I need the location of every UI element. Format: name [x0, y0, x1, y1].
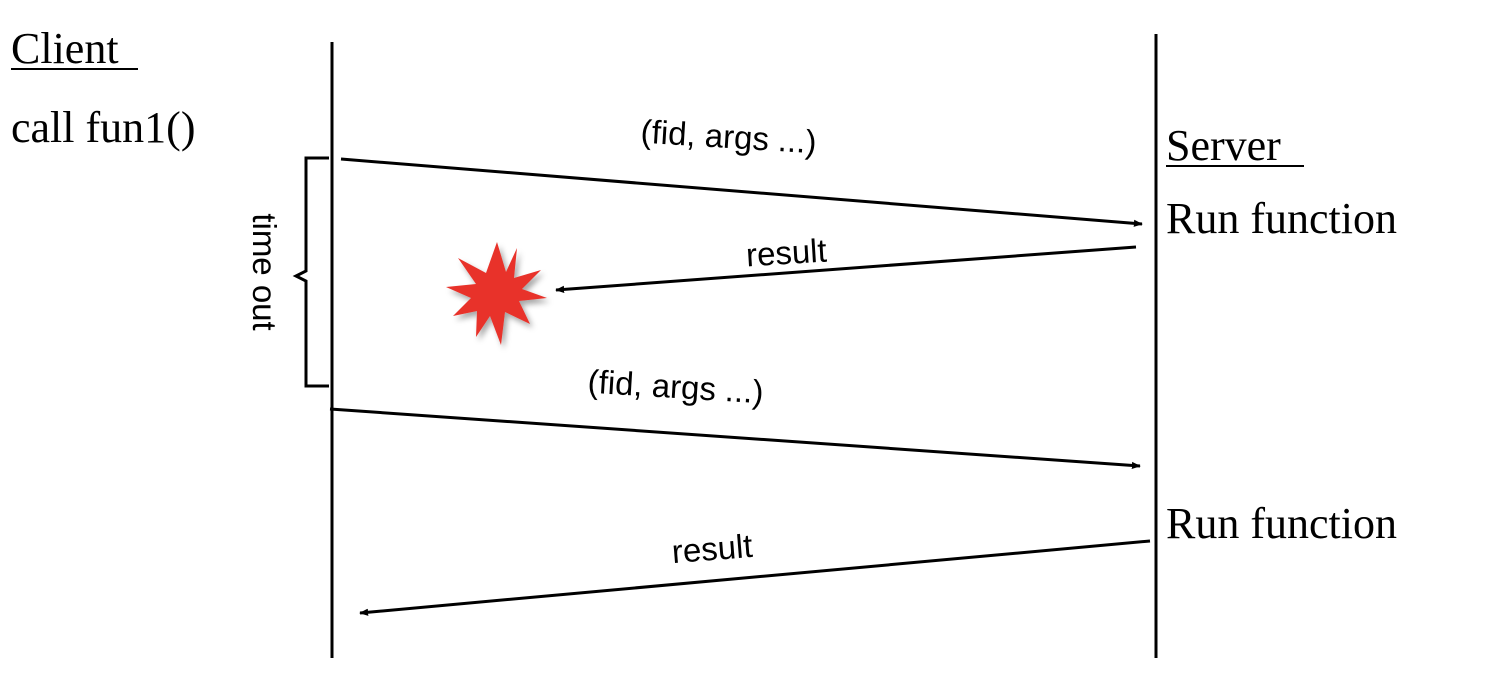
client-call-label: call fun1()	[11, 103, 195, 152]
result-arrow-2	[359, 539, 1151, 616]
server-run-function-label-1: Run function	[1166, 194, 1397, 243]
request-label-2: (fid, args ...)	[587, 363, 765, 411]
result-label-1: result	[745, 232, 828, 274]
failure-burst-icon	[446, 242, 547, 345]
result-arrow-lost	[555, 245, 1137, 293]
request-arrow-2	[329, 407, 1141, 470]
result-label-2: result	[670, 527, 753, 570]
client-heading: Client	[11, 24, 119, 73]
timeout-label: time out	[246, 213, 283, 330]
server-run-function-label-2: Run function	[1166, 499, 1397, 548]
server-heading: Server	[1166, 121, 1281, 170]
timeout-brace	[292, 156, 329, 388]
request-label-1: (fid, args ...)	[640, 113, 818, 161]
request-arrow-1	[340, 157, 1143, 227]
